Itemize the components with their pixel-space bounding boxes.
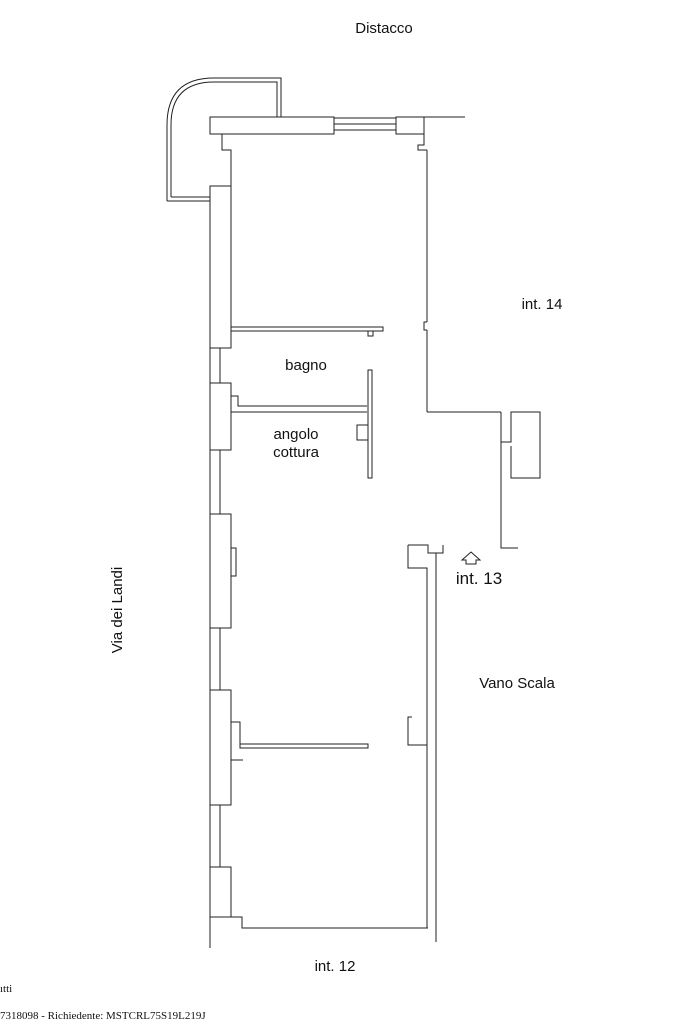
label-cottura: cottura <box>273 444 320 461</box>
label-int-13: int. 13 <box>456 569 502 588</box>
right-wall-upper <box>423 150 541 549</box>
label-via-dei-landi: Via dei Landi <box>109 567 126 653</box>
right-wall-lower <box>239 544 444 942</box>
label-int-14: int. 14 <box>522 296 563 313</box>
label-distacco: Distacco <box>355 20 413 37</box>
footer-line-1: ıtti <box>0 983 12 995</box>
partitions <box>230 326 384 479</box>
entrance-arrow-icon <box>460 551 482 565</box>
label-vano-scala: Vano Scala <box>479 675 555 692</box>
label-int-12: int. 12 <box>315 958 356 975</box>
label-angolo: angolo <box>273 426 318 443</box>
label-bagno: bagno <box>285 357 327 374</box>
footer-line-2: 7318098 - Richiedente: MSTCRL75S19L219J <box>0 1010 206 1022</box>
left-wall <box>209 185 428 948</box>
balcony <box>166 77 282 202</box>
